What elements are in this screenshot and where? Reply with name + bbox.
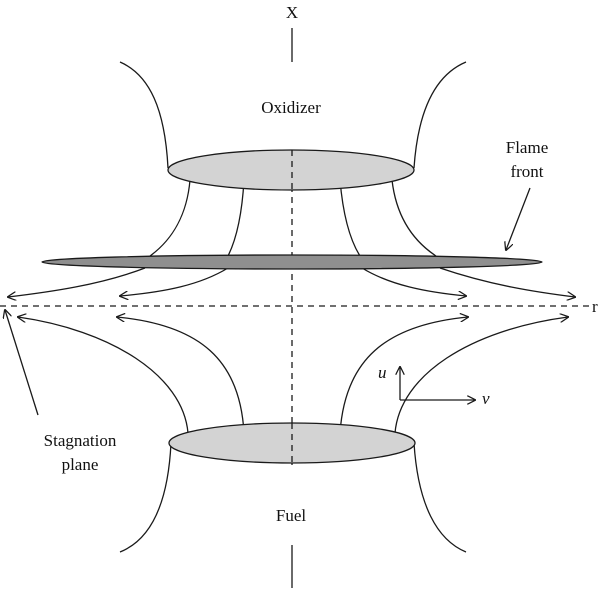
lower-streamline-left-outer	[18, 317, 189, 434]
lower-nozzle-right-wall	[413, 442, 467, 553]
u-velocity-label: u	[378, 363, 387, 382]
lower-nozzle-left-wall	[119, 442, 172, 553]
lower-streamline-left-inner	[117, 317, 245, 434]
lower-streamline-right-inner	[339, 317, 468, 434]
oxidizer-nozzle-exit	[167, 149, 415, 191]
stagnation-label-line2: plane	[62, 455, 99, 474]
r-axis-label: r	[592, 297, 598, 316]
lower-streamline-right-outer	[394, 317, 568, 434]
oxidizer-label: Oxidizer	[261, 98, 321, 117]
upper-streamline-1	[149, 179, 191, 257]
upper-outflow-right-inner	[361, 267, 466, 296]
fuel-label: Fuel	[276, 506, 307, 525]
flame-front-label-line1: Flame	[506, 138, 549, 157]
upper-outflow-right-outer	[439, 267, 575, 297]
upper-nozzle-right-wall	[413, 61, 467, 169]
stagnation-pointer-arrow	[5, 310, 39, 416]
upper-outflow-left-inner	[120, 267, 229, 296]
upper-streamline-3	[339, 179, 361, 257]
flame-front	[41, 254, 543, 270]
flame-front-label-line2: front	[510, 162, 543, 181]
upper-streamline-4	[391, 179, 437, 257]
x-axis-label: X	[286, 3, 298, 22]
upper-nozzle-left-wall	[119, 61, 169, 169]
upper-streamline-2	[227, 179, 245, 257]
upper-outflow-left-outer	[8, 267, 146, 297]
stagnation-label-line1: Stagnation	[44, 431, 117, 450]
v-velocity-label: v	[482, 389, 490, 408]
flame-front-pointer-arrow	[506, 187, 531, 250]
